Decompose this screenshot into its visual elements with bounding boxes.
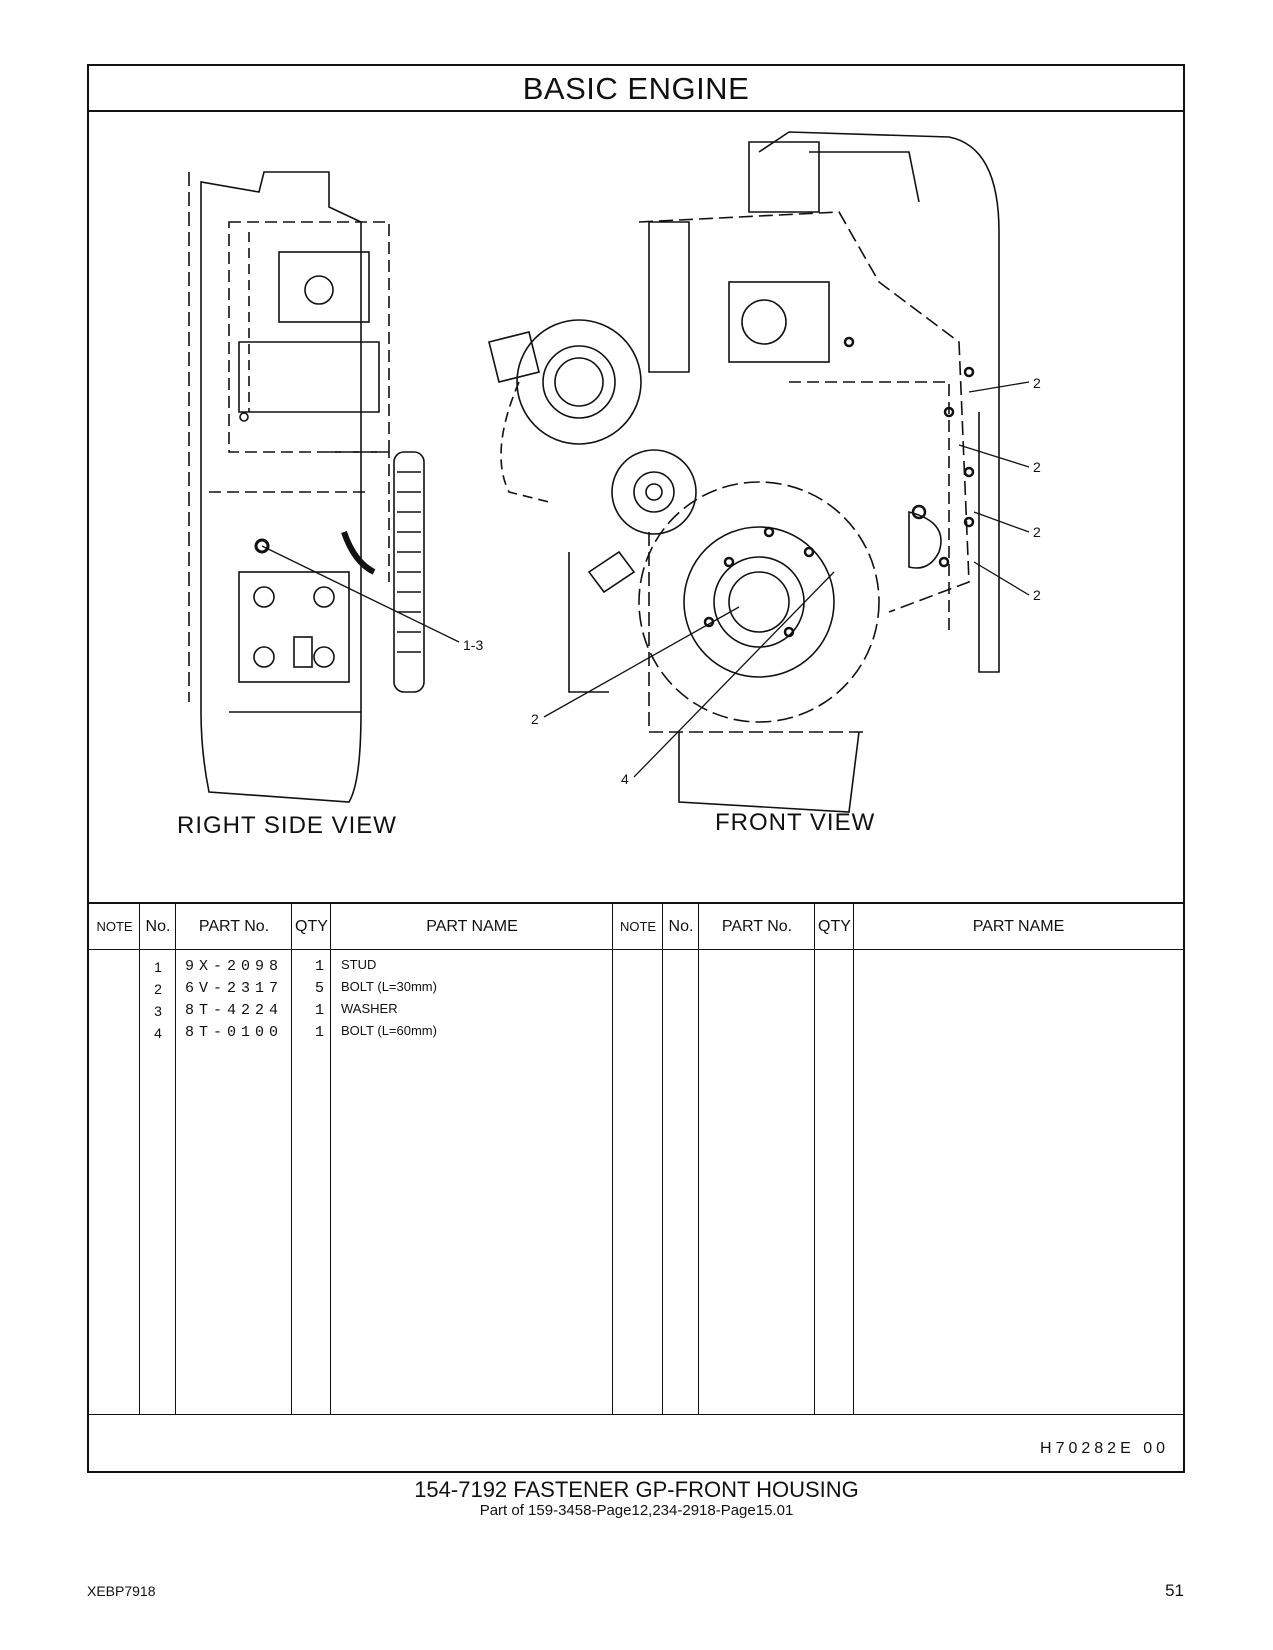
table-header <box>89 904 1183 950</box>
callout-4: 4 <box>621 771 629 787</box>
caption-title: 154-7192 FASTENER GP-FRONT HOUSING <box>414 1477 859 1502</box>
row-3-part-no: 8T-4224 <box>184 1002 283 1019</box>
callout-2-r3: 2 <box>1033 524 1041 540</box>
row-1-no: 1 <box>154 959 162 975</box>
header-part-name: PART NAME <box>426 918 518 935</box>
header-no-2: No. <box>668 918 694 935</box>
right-side-view-label: RIGHT SIDE VIEW <box>177 812 397 839</box>
caption-subtitle: Part of 159-3458-Page12,234-2918-Page15.… <box>479 1502 794 1519</box>
row-2-no: 2 <box>154 981 162 997</box>
header-note-2: NOTE <box>619 919 657 934</box>
callout-1-3: 1-3 <box>463 637 483 653</box>
header-part-name-2: PART NAME <box>972 918 1065 935</box>
header-qty-2: QTY <box>818 918 851 935</box>
callout-2-left: 2 <box>531 711 539 727</box>
table-bottom-rule <box>89 1414 1183 1415</box>
header-no: No. <box>145 918 171 935</box>
right-side-view-drawing <box>188 171 425 803</box>
callout-2-r1: 2 <box>1033 375 1041 391</box>
row-3-no: 3 <box>154 1003 162 1019</box>
parts-table: NOTE No. PART No. QTY PART NAME NOTE No.… <box>89 902 1183 1470</box>
engine-illustration: 1-3 2 4 2 2 2 2 RIGHT SIDE VIEW FRONT VI… <box>89 112 1183 902</box>
row-4-name: BOLT (L=60mm) <box>341 1023 437 1038</box>
page-title: BASIC ENGINE <box>89 66 1183 112</box>
document-id: XEBP7918 <box>87 1583 156 1599</box>
row-4-qty: 1 <box>314 1024 324 1041</box>
callout-leaders <box>261 381 1030 778</box>
engine-drawing-svg: 1-3 2 4 2 2 2 2 <box>188 131 1041 813</box>
header-part-no: PART No. <box>198 918 270 935</box>
header-note: NOTE <box>96 919 133 934</box>
drawing-code: H70282E 00 <box>1040 1440 1169 1457</box>
callout-2-r2: 2 <box>1033 459 1041 475</box>
row-1-qty: 1 <box>314 958 324 975</box>
row-3-name: WASHER <box>341 1001 398 1016</box>
row-2-name: BOLT (L=30mm) <box>341 979 437 994</box>
row-2-part-no: 6V-2317 <box>184 980 283 997</box>
row-3-qty: 1 <box>314 1002 324 1019</box>
header-part-no-2: PART No. <box>721 918 793 935</box>
front-view-drawing <box>488 131 1000 813</box>
row-4-no: 4 <box>154 1025 162 1041</box>
header-qty: QTY <box>295 918 328 935</box>
row-1-name: STUD <box>341 957 377 972</box>
page-number: 51 <box>1165 1581 1184 1600</box>
front-view-label: FRONT VIEW <box>715 809 876 836</box>
row-2-qty: 5 <box>314 980 324 997</box>
callout-2-r4: 2 <box>1033 587 1041 603</box>
row-1-part-no: 9X-2098 <box>184 958 283 975</box>
catalog-frame: BASIC ENGINE <box>87 64 1185 1473</box>
row-4-part-no: 8T-0100 <box>184 1024 283 1041</box>
